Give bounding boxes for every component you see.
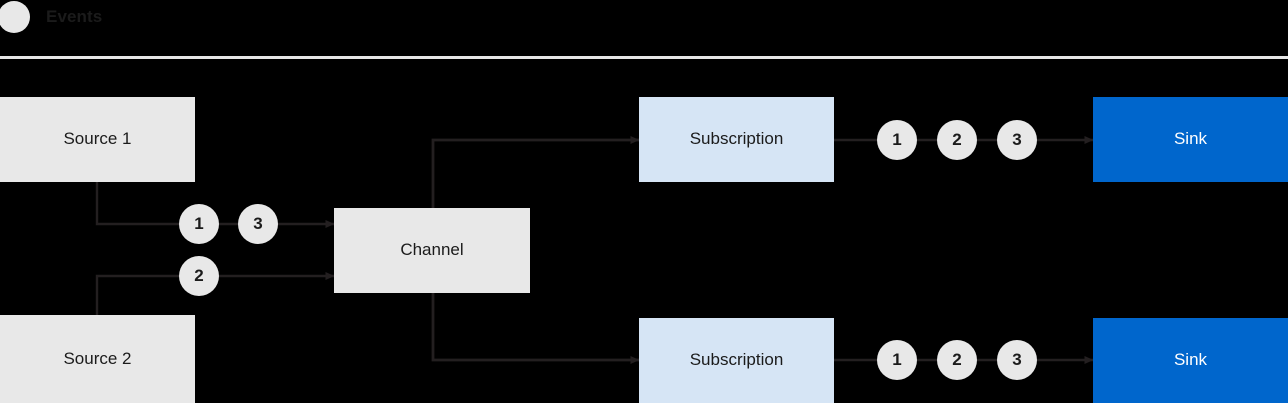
node-source-1-label: Source 1 bbox=[63, 129, 132, 149]
node-subscription-top[interactable]: Subscription bbox=[639, 97, 834, 182]
edge-channel-to-subscription-top bbox=[431, 136, 640, 208]
event-dot: 3 bbox=[997, 120, 1037, 160]
legend: Events bbox=[0, 0, 300, 40]
events-circle-icon bbox=[0, 1, 30, 33]
node-sink-bottom[interactable]: Sink bbox=[1093, 318, 1288, 403]
node-sink-top[interactable]: Sink bbox=[1093, 97, 1288, 182]
node-channel[interactable]: Channel bbox=[334, 208, 530, 293]
node-subscription-bottom[interactable]: Subscription bbox=[639, 318, 834, 403]
node-source-2-label: Source 2 bbox=[63, 348, 132, 368]
event-dot-label: 2 bbox=[952, 130, 962, 149]
edge-source2-to-channel bbox=[95, 272, 335, 315]
event-dot: 1 bbox=[179, 204, 219, 244]
event-dot: 1 bbox=[877, 120, 917, 160]
event-dot-label: 1 bbox=[892, 350, 902, 369]
node-sink-bottom-label: Sink bbox=[1173, 350, 1208, 370]
node-channel-label: Channel bbox=[400, 240, 464, 260]
node-source-2[interactable]: Source 2 bbox=[0, 315, 195, 403]
legend-label: Events bbox=[46, 7, 103, 26]
event-dot-label: 2 bbox=[194, 266, 204, 285]
event-dot-label: 3 bbox=[1012, 350, 1022, 369]
event-dot: 2 bbox=[937, 120, 977, 160]
event-dot-label: 3 bbox=[1012, 130, 1022, 149]
event-dot-label: 3 bbox=[253, 214, 263, 233]
event-dot: 2 bbox=[937, 340, 977, 380]
header-divider bbox=[0, 56, 1288, 59]
event-dot-label: 2 bbox=[952, 350, 962, 369]
event-dot-label: 1 bbox=[892, 130, 902, 149]
event-dot: 2 bbox=[179, 256, 219, 296]
event-dot-label: 1 bbox=[194, 214, 204, 233]
node-source-1[interactable]: Source 1 bbox=[0, 97, 195, 182]
event-dot: 3 bbox=[238, 204, 278, 244]
node-sink-top-label: Sink bbox=[1173, 129, 1208, 149]
node-subscription-top-label: Subscription bbox=[689, 129, 784, 149]
event-dot: 1 bbox=[877, 340, 917, 380]
edge-channel-to-subscription-bottom bbox=[431, 293, 640, 364]
node-subscription-bottom-label: Subscription bbox=[689, 350, 784, 370]
event-dot: 3 bbox=[997, 340, 1037, 380]
